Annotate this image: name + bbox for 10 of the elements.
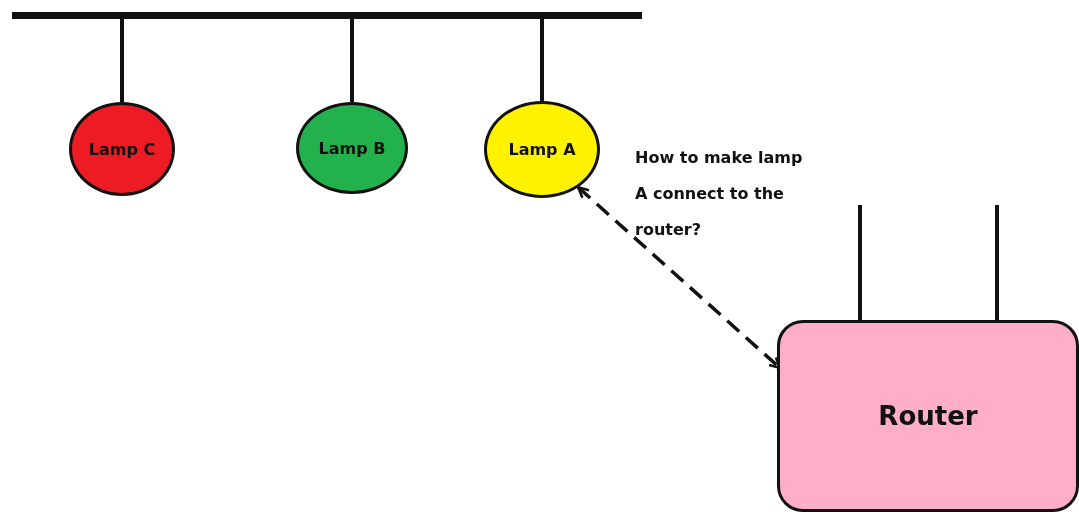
- node-label: Router: [878, 401, 978, 431]
- hanging-wire: [350, 19, 354, 102]
- node-label: Lamp B: [318, 138, 386, 158]
- hanging-wire: [540, 19, 544, 101]
- hanging-wire: [120, 19, 124, 102]
- router-box: [777, 320, 1079, 512]
- node-label: Lamp A: [508, 140, 576, 159]
- ceiling-rail: [12, 12, 642, 19]
- node-label: Lamp C: [88, 139, 156, 159]
- question-note: How to make lamp A connect to the router?: [635, 147, 804, 241]
